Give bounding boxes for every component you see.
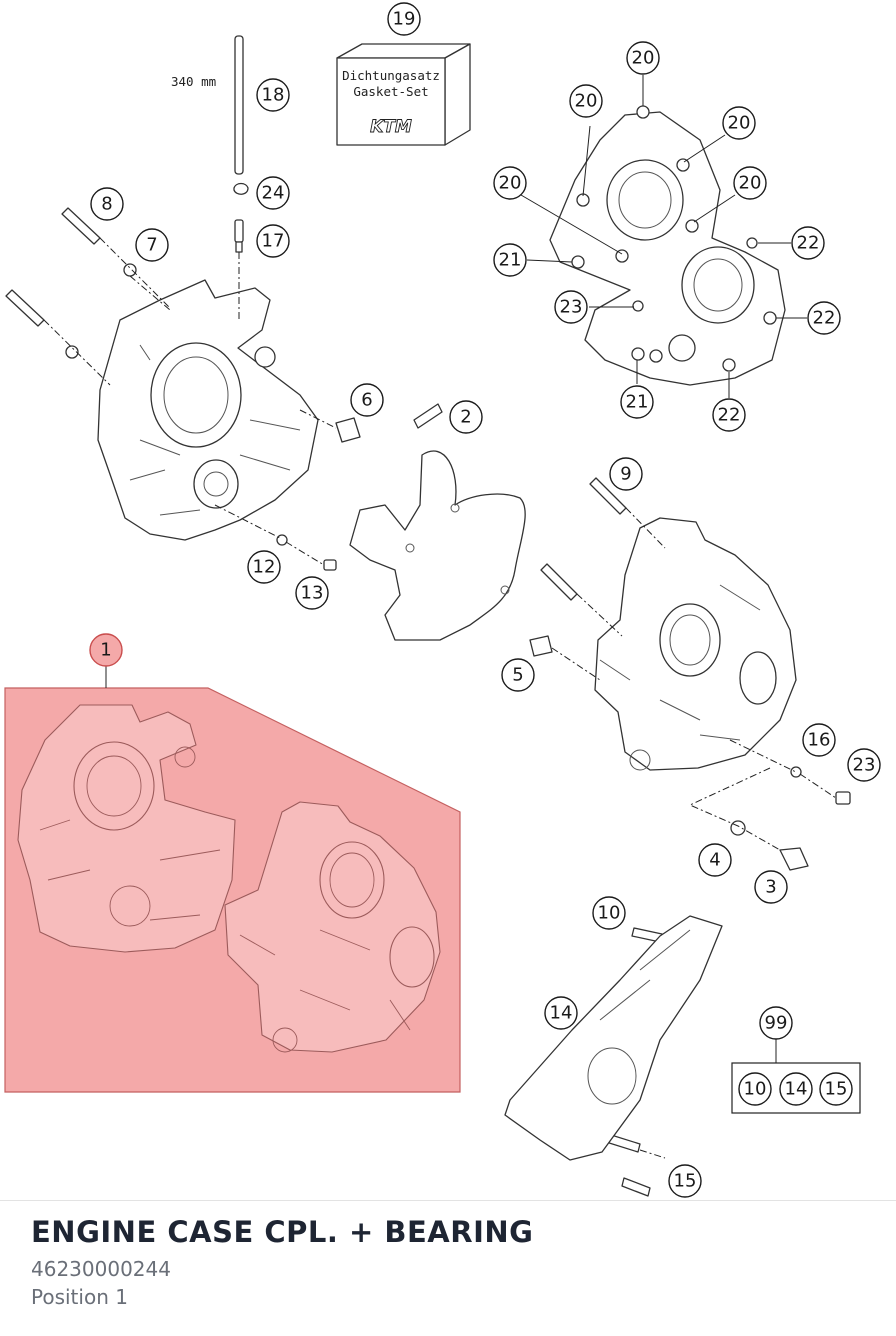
- breather-rod: 340 mm: [171, 35, 244, 175]
- callout-8[interactable]: 8: [90, 187, 124, 221]
- part-position: Position 1: [31, 1285, 128, 1309]
- part-number: 46230000244: [31, 1257, 171, 1281]
- callout-14[interactable]: 14: [544, 996, 578, 1030]
- callout-13[interactable]: 13: [295, 576, 329, 610]
- callout-6[interactable]: 6: [350, 383, 384, 417]
- top-right-case-half: [549, 105, 786, 386]
- callout-18[interactable]: 18: [256, 78, 290, 112]
- left-crankcase-half: [97, 279, 319, 541]
- svg-text:19: 19: [393, 9, 416, 30]
- svg-text:20: 20: [632, 48, 655, 69]
- case-gasket: [349, 403, 526, 641]
- svg-text:Gasket-Set: Gasket-Set: [353, 84, 428, 99]
- callout-17[interactable]: 17: [256, 224, 290, 258]
- leader-lines: [43, 75, 837, 1159]
- hose-clamp: [233, 182, 249, 195]
- svg-text:99: 99: [765, 1013, 788, 1034]
- part-info-panel: ENGINE CASE CPL. + BEARING 46230000244 P…: [0, 1200, 896, 1336]
- ktm-logo: KTM: [370, 117, 412, 137]
- callout-22[interactable]: 22: [791, 226, 825, 260]
- callout-23[interactable]: 23: [847, 748, 881, 782]
- callout-4[interactable]: 4: [698, 843, 732, 877]
- callout-19[interactable]: 19: [387, 2, 421, 36]
- breather-fitting: [234, 219, 244, 253]
- engine-case-assembly-highlight[interactable]: [4, 687, 461, 1093]
- callout-99[interactable]: 99: [759, 1006, 793, 1040]
- kit-item-15[interactable]: 15: [819, 1072, 853, 1106]
- svg-text:23: 23: [560, 297, 583, 318]
- svg-text:17: 17: [262, 231, 285, 252]
- callout-7[interactable]: 7: [135, 228, 169, 262]
- svg-text:22: 22: [718, 405, 741, 426]
- svg-text:21: 21: [499, 250, 522, 271]
- svg-text:10: 10: [598, 903, 621, 924]
- callout-23[interactable]: 23: [554, 290, 588, 324]
- callout-20[interactable]: 20: [733, 166, 767, 200]
- exploded-parts-diagram: 340 mm Dichtungasatz Gasket-Set KTM: [4, 2, 881, 1198]
- svg-text:16: 16: [808, 730, 831, 751]
- svg-text:13: 13: [301, 583, 324, 604]
- svg-text:10: 10: [744, 1079, 767, 1100]
- svg-text:20: 20: [728, 113, 751, 134]
- gasket-set-box: Dichtungasatz Gasket-Set KTM: [336, 43, 471, 146]
- kit-item-14[interactable]: 14: [779, 1072, 813, 1106]
- callout-12[interactable]: 12: [247, 550, 281, 584]
- callout-20[interactable]: 20: [626, 41, 660, 75]
- svg-text:21: 21: [626, 392, 649, 413]
- right-crankcase-half: [594, 517, 797, 771]
- kit-item-10[interactable]: 10: [738, 1072, 772, 1106]
- svg-text:3: 3: [765, 877, 776, 898]
- part-title: ENGINE CASE CPL. + BEARING: [31, 1215, 534, 1249]
- svg-text:18: 18: [262, 85, 285, 106]
- svg-text:20: 20: [739, 173, 762, 194]
- svg-text:15: 15: [825, 1079, 848, 1100]
- svg-text:5: 5: [512, 665, 523, 686]
- callout-24[interactable]: 24: [256, 176, 290, 210]
- svg-text:8: 8: [101, 194, 112, 215]
- callout-15[interactable]: 15: [668, 1164, 702, 1198]
- svg-text:2: 2: [460, 407, 471, 428]
- svg-text:22: 22: [797, 233, 820, 254]
- callout-20[interactable]: 20: [493, 166, 527, 200]
- callout-1[interactable]: 1: [89, 633, 123, 667]
- svg-text:Dichtungasatz: Dichtungasatz: [342, 68, 440, 83]
- callout-5[interactable]: 5: [501, 658, 535, 692]
- sprocket-cover: [504, 915, 723, 1161]
- svg-text:9: 9: [620, 464, 631, 485]
- svg-text:15: 15: [674, 1171, 697, 1192]
- callout-9[interactable]: 9: [609, 457, 643, 491]
- callout-21[interactable]: 21: [620, 385, 654, 419]
- callout-20[interactable]: 20: [569, 84, 603, 118]
- svg-text:12: 12: [253, 557, 276, 578]
- callout-10[interactable]: 10: [592, 896, 626, 930]
- callout-3[interactable]: 3: [754, 870, 788, 904]
- callout-16[interactable]: 16: [802, 723, 836, 757]
- svg-text:22: 22: [813, 308, 836, 329]
- svg-text:24: 24: [262, 183, 285, 204]
- svg-text:6: 6: [361, 390, 372, 411]
- callout-20[interactable]: 20: [722, 106, 756, 140]
- svg-text:1: 1: [100, 640, 111, 661]
- svg-text:14: 14: [550, 1003, 573, 1024]
- svg-text:20: 20: [575, 91, 598, 112]
- small-parts: [5, 207, 851, 1197]
- svg-text:23: 23: [853, 755, 876, 776]
- callout-22[interactable]: 22: [807, 301, 841, 335]
- svg-text:340 mm: 340 mm: [171, 74, 216, 89]
- svg-text:20: 20: [499, 173, 522, 194]
- svg-text:4: 4: [709, 850, 720, 871]
- callout-21[interactable]: 21: [493, 243, 527, 277]
- callout-2[interactable]: 2: [449, 400, 483, 434]
- svg-text:7: 7: [146, 235, 157, 256]
- callout-22[interactable]: 22: [712, 398, 746, 432]
- svg-text:14: 14: [785, 1079, 808, 1100]
